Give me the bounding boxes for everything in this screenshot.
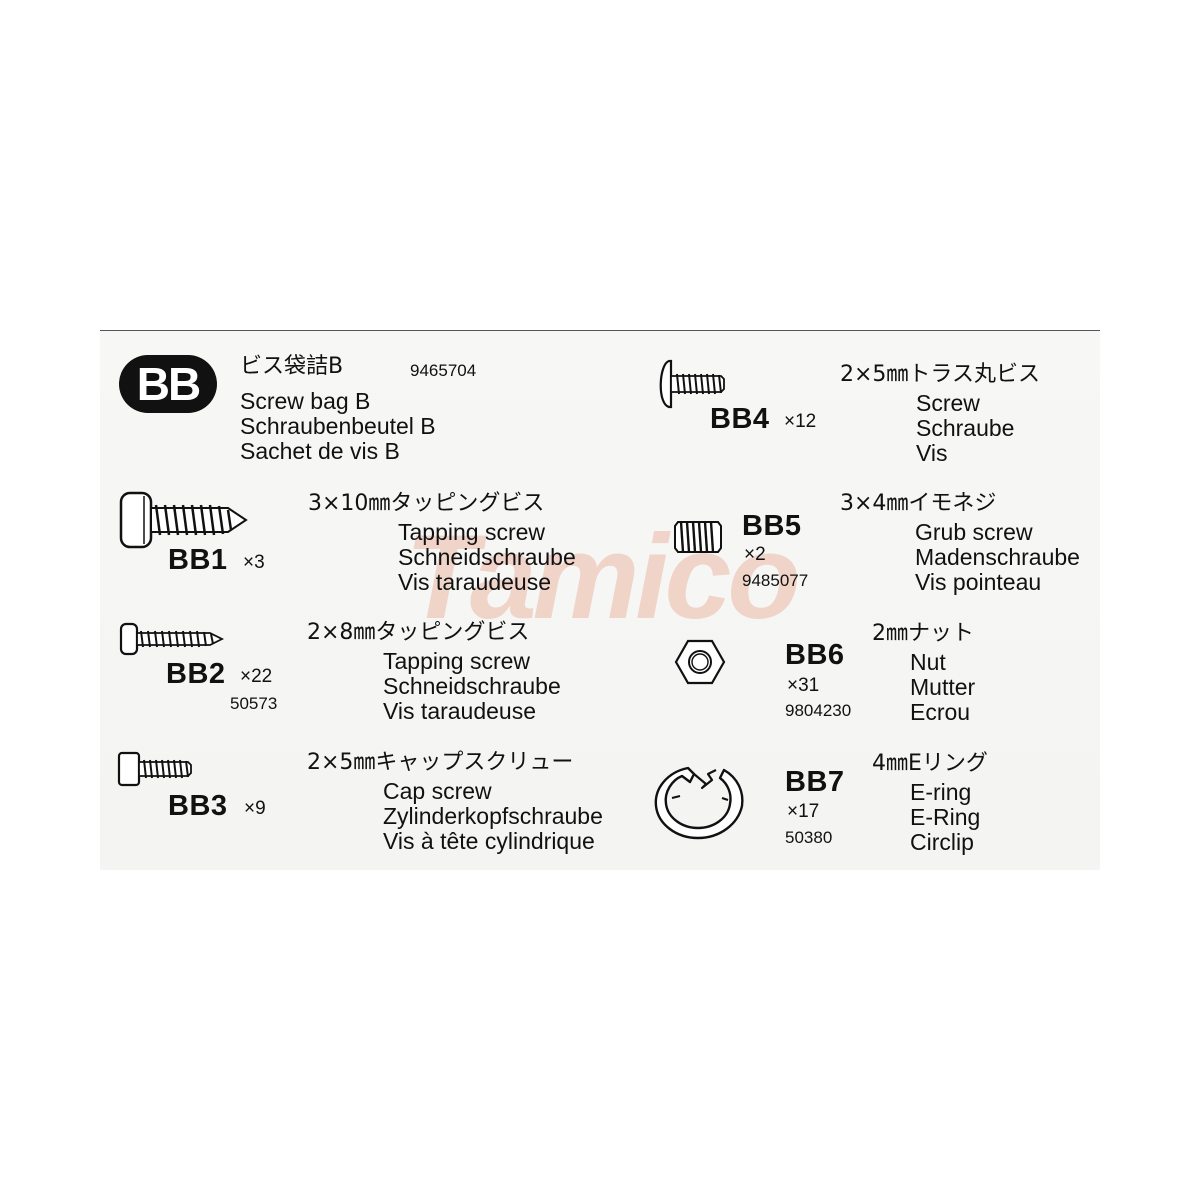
part-qty-bb3: ×9 — [244, 798, 266, 819]
part-qty-bb1: ×3 — [243, 552, 265, 573]
part-name-en: Tapping screw — [383, 648, 531, 674]
part-code-bb1: BB1 — [168, 544, 228, 576]
part-qty-bb6: ×31 — [787, 675, 820, 696]
scan-background — [100, 330, 1100, 870]
part-jp-bb4: 2×5㎜トラス丸ビス — [840, 362, 1040, 387]
part-name-fr: Vis taraudeuse — [398, 569, 552, 595]
part-names-bb7: E-ring E-Ring Circlip — [910, 780, 980, 855]
top-rule — [100, 330, 1100, 331]
part-name-de: Schraube — [916, 415, 1015, 441]
part-names-bb6: Nut Mutter Ecrou — [910, 650, 975, 725]
part-names-bb5: Grub screw Madenschraube Vis pointeau — [915, 520, 1080, 595]
part-name-en: Grub screw — [915, 519, 1033, 545]
part-name-de: Mutter — [910, 674, 976, 700]
part-jp-bb3: 2×5㎜キャップスクリュー — [307, 750, 574, 775]
part-code-bb5: BB5 — [742, 510, 802, 542]
part-jp-bb2: 2×8㎜タッピングビス — [307, 620, 530, 645]
part-name-de: Schneidschraube — [383, 673, 561, 699]
bag-names: Screw bag B Schraubenbeutel B Sachet de … — [240, 389, 436, 464]
part-number-bb2: 50573 — [230, 694, 278, 713]
part-names-bb4: Screw Schraube Vis — [916, 391, 1014, 466]
part-names-bb2: Tapping screw Schneidschraube Vis taraud… — [383, 649, 561, 724]
part-names-bb3: Cap screw Zylinderkopfschraube Vis à têt… — [383, 779, 603, 854]
part-name-en: E-ring — [910, 779, 972, 805]
part-jp-bb7: 4㎜Eリング — [872, 751, 988, 776]
bag-badge: BB — [119, 355, 217, 413]
part-jp-bb6: 2㎜ナット — [872, 621, 974, 646]
bag-name-en: Screw bag B — [240, 388, 371, 414]
part-name-de: Madenschraube — [915, 544, 1080, 570]
bag-part-number: 9465704 — [410, 361, 477, 380]
part-name-fr: Ecrou — [910, 699, 971, 725]
part-qty-bb2: ×22 — [240, 666, 273, 687]
part-name-en: Cap screw — [383, 778, 492, 804]
grub-screw-icon — [674, 521, 722, 553]
part-qty-bb5: ×2 — [744, 544, 766, 565]
part-name-en: Screw — [916, 390, 980, 416]
part-jp-bb1: 3×10㎜タッピングビス — [308, 491, 545, 516]
part-qty-bb7: ×17 — [787, 801, 820, 822]
bag-name-fr: Sachet de vis B — [240, 438, 400, 464]
part-name-en: Tapping screw — [398, 519, 546, 545]
part-name-fr: Vis — [916, 440, 948, 466]
e-ring-icon — [654, 766, 744, 840]
part-name-fr: Vis pointeau — [915, 569, 1042, 595]
part-number-bb7: 50380 — [785, 828, 833, 847]
part-names-bb1: Tapping screw Schneidschraube Vis taraud… — [398, 520, 576, 595]
watermark: Tamico — [405, 510, 801, 644]
part-number-bb5: 9485077 — [742, 571, 809, 590]
part-name-fr: Circlip — [910, 829, 974, 855]
cap-screw-icon — [117, 751, 192, 787]
part-code-bb4: BB4 — [710, 403, 770, 435]
truss-screw-icon — [659, 359, 725, 409]
part-qty-bb4: ×12 — [784, 411, 817, 432]
part-name-fr: Vis taraudeuse — [383, 698, 537, 724]
part-code-bb7: BB7 — [785, 766, 845, 798]
part-number-bb6: 9804230 — [785, 701, 852, 720]
part-jp-bb5: 3×4㎜イモネジ — [840, 491, 997, 516]
part-name-de: E-Ring — [910, 804, 981, 830]
part-code-bb2: BB2 — [166, 658, 226, 690]
bag-name-de: Schraubenbeutel B — [240, 413, 436, 439]
part-name-de: Zylinderkopfschraube — [383, 803, 603, 829]
part-name-de: Schneidschraube — [398, 544, 576, 570]
part-code-bb3: BB3 — [168, 790, 228, 822]
tapping-screw-large-icon — [119, 491, 248, 549]
part-name-en: Nut — [910, 649, 946, 675]
hex-nut-icon — [674, 639, 726, 685]
bag-title-jp: ビス袋詰B — [240, 354, 344, 379]
part-name-fr: Vis à tête cylindrique — [383, 828, 595, 854]
tapping-screw-small-icon — [119, 622, 225, 656]
part-code-bb6: BB6 — [785, 639, 845, 671]
